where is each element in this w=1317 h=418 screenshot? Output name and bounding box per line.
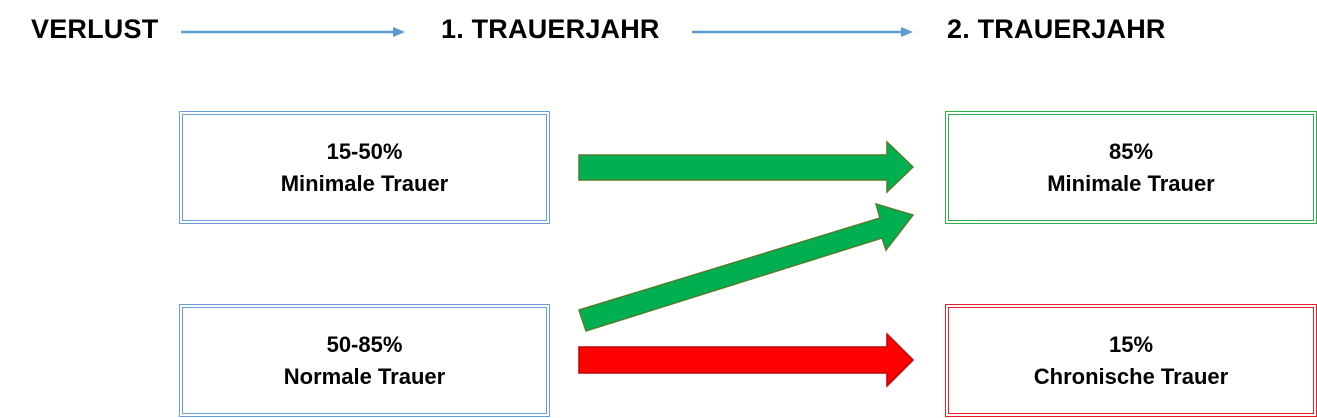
header-year-1: 1. TRAUERJAHR [441, 14, 660, 44]
box-label: Minimale Trauer [280, 170, 449, 196]
header-loss: VERLUST [31, 14, 159, 44]
box-percent: 15-50% [326, 138, 403, 164]
box-label: Minimale Trauer [1047, 170, 1215, 196]
box-label: Chronische Trauer [1033, 363, 1229, 389]
box-year1-minimal-grief: 15-50% Minimale Trauer [179, 111, 550, 224]
box-year1-normal-grief: 50-85% Normale Trauer [179, 304, 550, 417]
arrow-minimal-to-minimal [578, 140, 915, 194]
box-year2-minimal-grief: 85% Minimale Trauer [945, 111, 1317, 224]
box-label: Normale Trauer [283, 363, 446, 389]
arrow-normal-to-chronic [578, 332, 915, 388]
arrow-normal-to-minimal [578, 202, 915, 332]
header-arrow-1 [181, 27, 405, 37]
box-percent: 15% [1108, 331, 1154, 357]
box-year2-chronic-grief: 15% Chronische Trauer [945, 304, 1317, 417]
box-percent: 50-85% [326, 331, 403, 357]
box-percent: 85% [1108, 138, 1154, 164]
header-arrow-2 [692, 27, 913, 37]
header-year-2: 2. TRAUERJAHR [947, 14, 1166, 44]
